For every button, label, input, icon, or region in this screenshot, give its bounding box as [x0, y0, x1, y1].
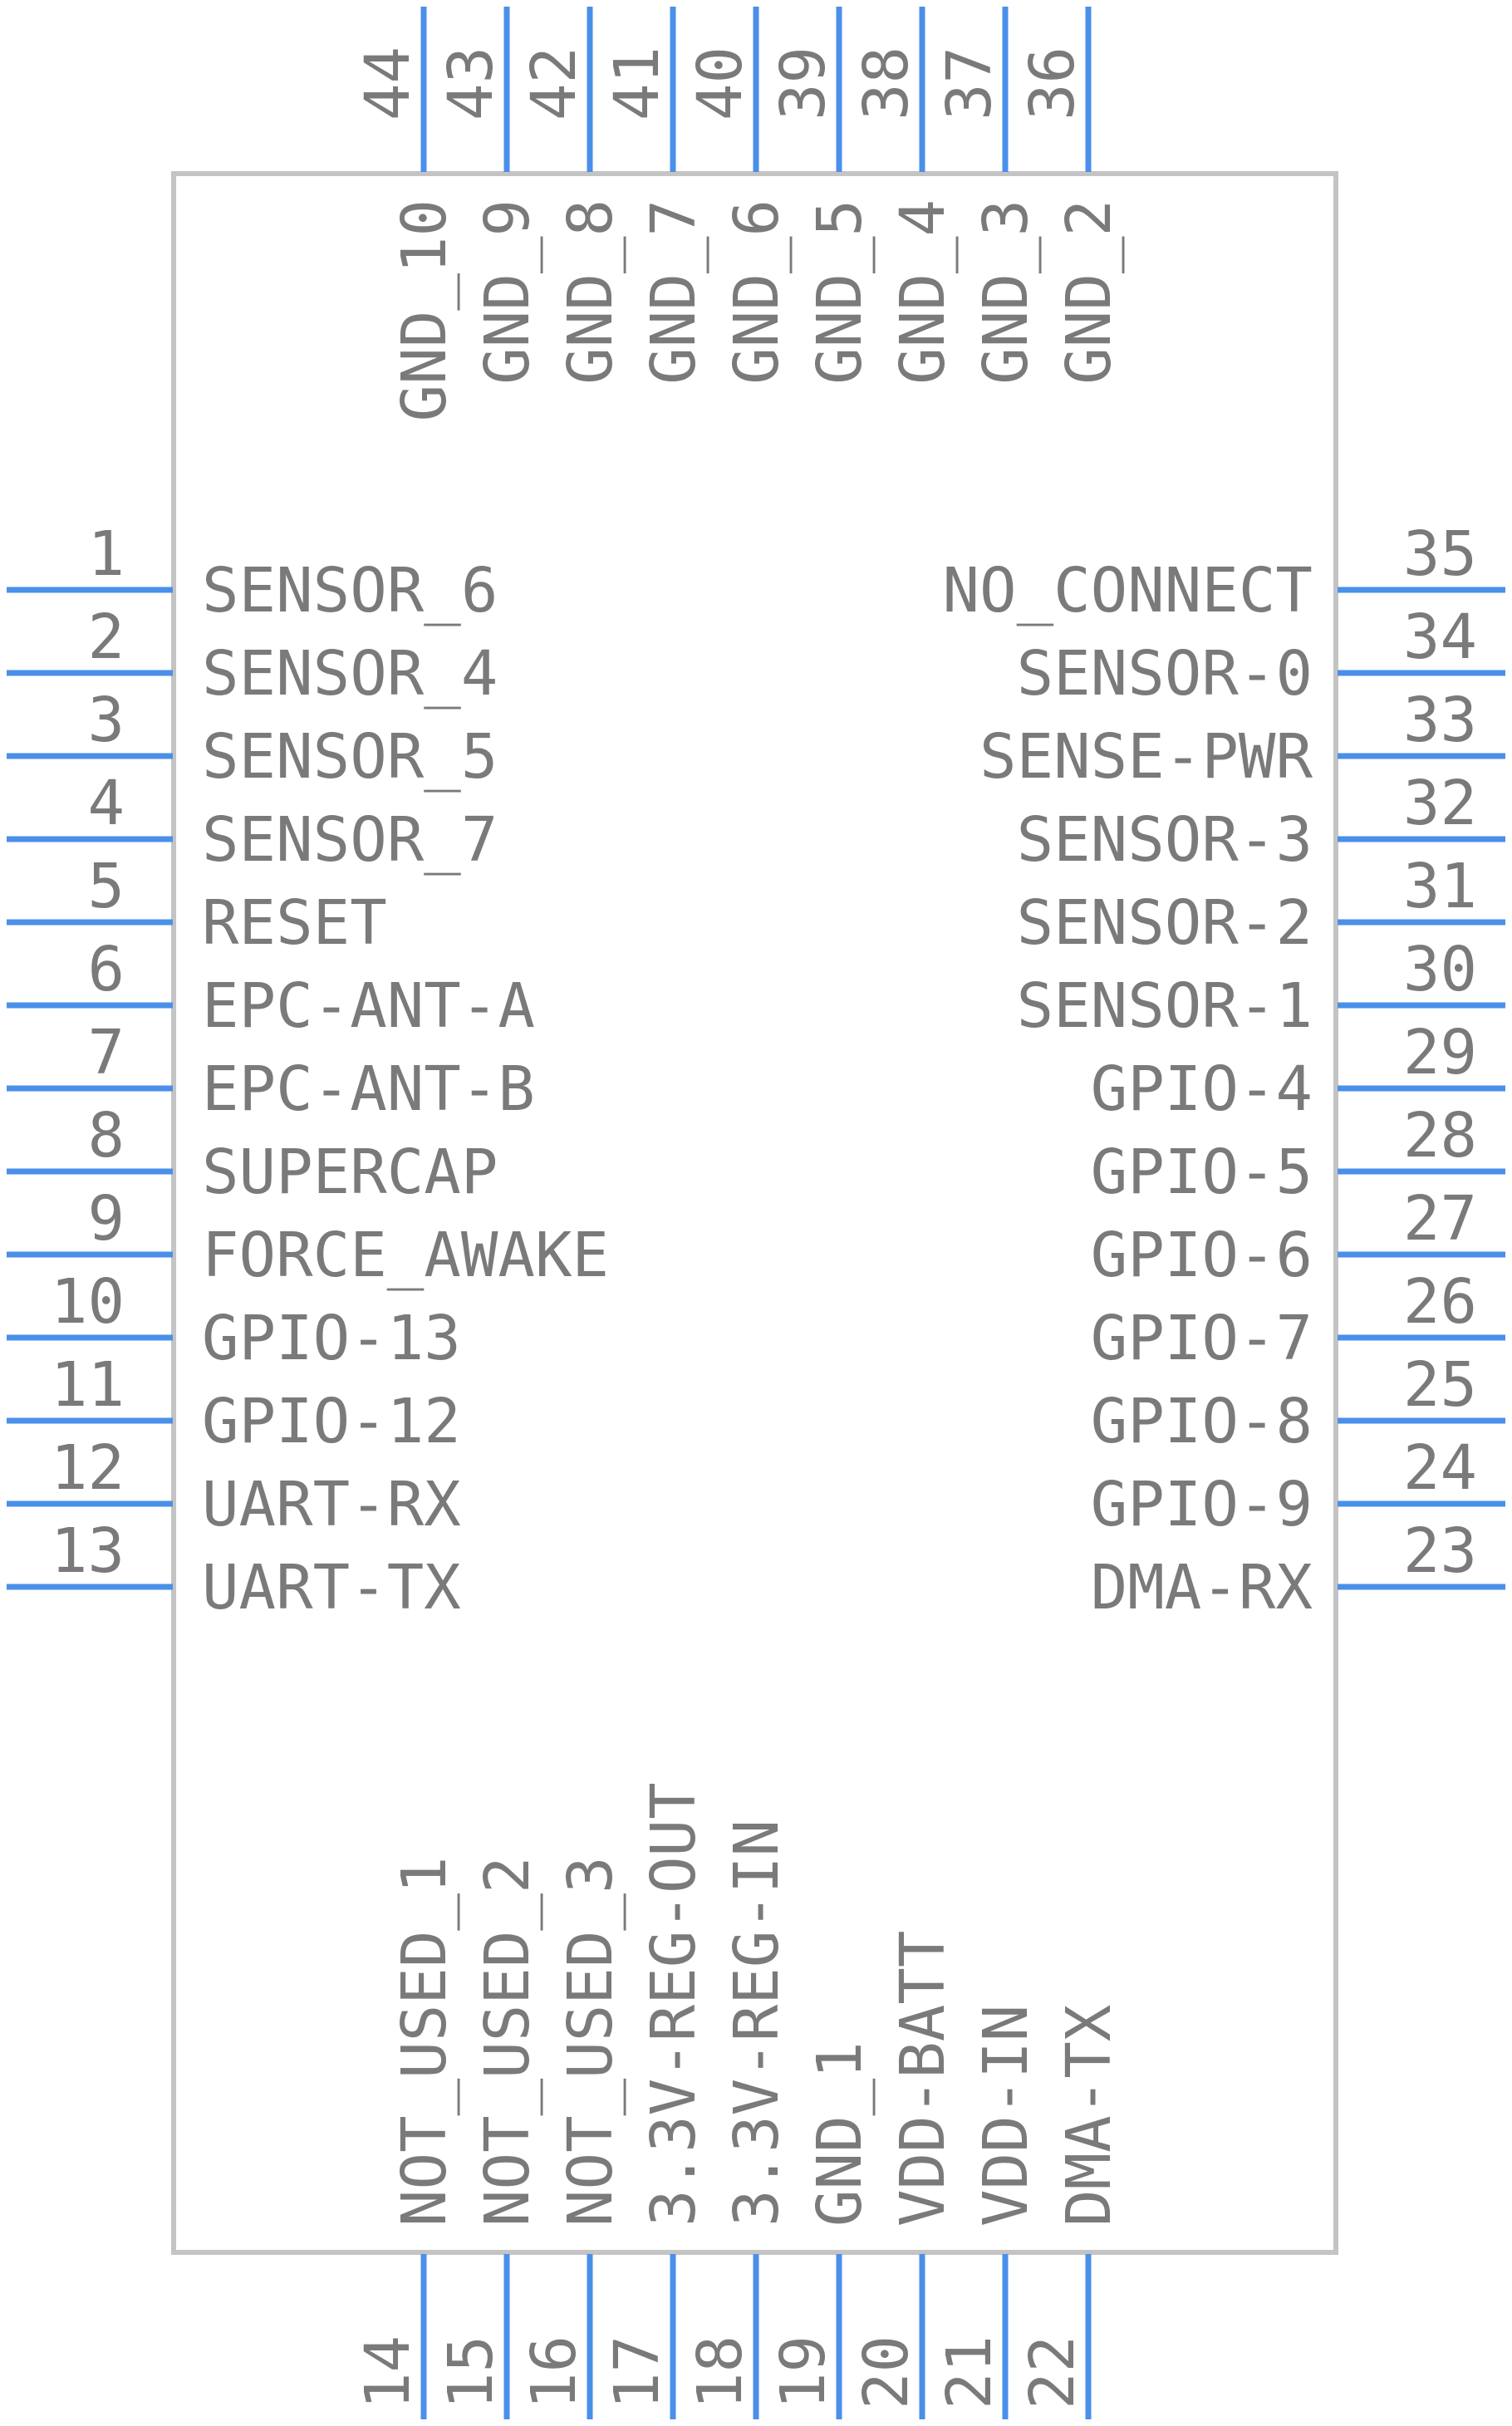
pin-number-39: 39: [768, 47, 839, 120]
pin-label-gpio-6: GPIO-6: [1091, 1220, 1313, 1291]
pin-number-34: 34: [1403, 602, 1477, 673]
pin-number-37: 37: [934, 47, 1005, 120]
pin-label-gpio-12: GPIO-12: [202, 1386, 461, 1457]
pin-label-uart-tx: UART-TX: [202, 1552, 461, 1623]
pin-number-1: 1: [87, 518, 125, 590]
pin-label-epc-ant-b: EPC-ANT-B: [202, 1053, 535, 1125]
pin-number-7: 7: [87, 1017, 125, 1088]
pin-label-gpio-13: GPIO-13: [202, 1303, 461, 1374]
pin-number-5: 5: [87, 851, 125, 922]
pin-label-vdd-in: VDD-IN: [970, 2005, 1042, 2227]
pin-number-27: 27: [1403, 1183, 1477, 1255]
pin-label-gnd-2: GND_2: [1053, 199, 1125, 385]
pin-label-not-used-2: NOT_USED_2: [472, 1856, 543, 2227]
pin-label-gpio-8: GPIO-8: [1091, 1386, 1313, 1457]
pin-label-force-awake: FORCE_AWAKE: [202, 1220, 609, 1291]
pin-number-31: 31: [1403, 851, 1477, 922]
pin-label-gnd-9: GND_9: [472, 199, 543, 385]
pin-label-gnd-6: GND_6: [721, 199, 793, 385]
pin-number-26: 26: [1403, 1266, 1477, 1338]
pin-label-sensor-5: SENSOR_5: [202, 721, 498, 793]
pin-label-gpio-4: GPIO-4: [1091, 1053, 1313, 1125]
pin-number-23: 23: [1403, 1515, 1477, 1587]
pin-label-gnd-8: GND_8: [555, 199, 626, 385]
pin-label-gnd-10: GND_10: [389, 199, 460, 421]
pin-number-40: 40: [685, 47, 756, 120]
ic-body-outline: [171, 171, 1338, 2255]
pin-label-gnd-7: GND_7: [638, 199, 709, 385]
pin-number-10: 10: [51, 1266, 125, 1338]
pin-label-sensor-0: SENSOR-0: [1017, 638, 1313, 710]
pin-number-9: 9: [87, 1183, 125, 1255]
pin-label-gpio-9: GPIO-9: [1091, 1469, 1313, 1540]
pin-label-gnd-5: GND_5: [804, 199, 876, 385]
pin-number-6: 6: [87, 934, 125, 1005]
pin-label-dma-tx: DMA-TX: [1053, 2005, 1125, 2227]
pin-number-2: 2: [87, 602, 125, 673]
pin-number-14: 14: [352, 2335, 424, 2409]
pin-label-sensor-1: SENSOR-1: [1017, 970, 1313, 1042]
pin-label-sense-pwr: SENSE-PWR: [979, 721, 1313, 793]
pin-label-gpio-5: GPIO-5: [1091, 1137, 1313, 1208]
pin-number-33: 33: [1403, 685, 1477, 756]
pin-number-43: 43: [435, 47, 507, 120]
pin-number-18: 18: [685, 2335, 756, 2409]
pin-number-42: 42: [518, 47, 590, 120]
pin-label-sensor-3: SENSOR-3: [1017, 804, 1313, 876]
pin-number-30: 30: [1403, 934, 1477, 1005]
pin-number-24: 24: [1403, 1432, 1477, 1504]
pin-label-vdd-batt: VDD-BATT: [887, 1931, 959, 2227]
pin-label-sensor-6: SENSOR_6: [202, 555, 498, 626]
pin-number-20: 20: [851, 2335, 922, 2409]
pin-number-17: 17: [601, 2335, 673, 2409]
pin-label-reset: RESET: [202, 887, 387, 959]
pin-number-41: 41: [601, 47, 673, 120]
pin-number-22: 22: [1017, 2335, 1088, 2409]
pin-number-16: 16: [518, 2335, 590, 2409]
pin-label-gnd-4: GND_4: [887, 199, 959, 385]
pin-label-3-3v-reg-in: 3.3V-REG-IN: [721, 1819, 793, 2227]
pin-label-gpio-7: GPIO-7: [1091, 1303, 1313, 1374]
pin-number-13: 13: [51, 1515, 125, 1587]
pin-number-35: 35: [1403, 518, 1477, 590]
pin-number-4: 4: [87, 768, 125, 839]
pin-number-25: 25: [1403, 1349, 1477, 1421]
pin-label-no-connect: NO_CONNECT: [942, 555, 1313, 626]
pin-label-gnd-3: GND_3: [970, 199, 1042, 385]
pin-number-36: 36: [1017, 47, 1088, 120]
pin-label-gnd-1: GND_1: [804, 2041, 876, 2227]
pin-label-not-used-1: NOT_USED_1: [389, 1856, 460, 2227]
pin-number-19: 19: [768, 2335, 839, 2409]
pin-number-15: 15: [435, 2335, 507, 2409]
pin-label-sensor-4: SENSOR_4: [202, 638, 498, 710]
pin-number-44: 44: [352, 47, 424, 120]
pin-number-12: 12: [51, 1432, 125, 1504]
pin-number-3: 3: [87, 685, 125, 756]
pin-number-21: 21: [934, 2335, 1005, 2409]
pin-label-not-used-3: NOT_USED_3: [555, 1856, 626, 2227]
pin-number-8: 8: [87, 1100, 125, 1171]
pin-number-11: 11: [51, 1349, 125, 1421]
pin-number-32: 32: [1403, 768, 1477, 839]
bottom-pin-group: 14 NOT_USED_1 15 NOT_USED_2 16 NOT_USED_3 17 3.…: [352, 1782, 1125, 2419]
pin-label-sensor-2: SENSOR-2: [1017, 887, 1313, 959]
pin-label-3-3v-reg-out: 3.3V-REG-OUT: [638, 1782, 709, 2227]
pin-label-dma-rx: DMA-RX: [1091, 1552, 1313, 1623]
pin-number-28: 28: [1403, 1100, 1477, 1171]
pin-number-29: 29: [1403, 1017, 1477, 1088]
pin-label-sensor-7: SENSOR_7: [202, 804, 498, 876]
pin-label-supercap: SUPERCAP: [202, 1137, 498, 1208]
pin-label-uart-rx: UART-RX: [202, 1469, 461, 1540]
pin-label-epc-ant-a: EPC-ANT-A: [202, 970, 535, 1042]
pin-number-38: 38: [851, 47, 922, 120]
